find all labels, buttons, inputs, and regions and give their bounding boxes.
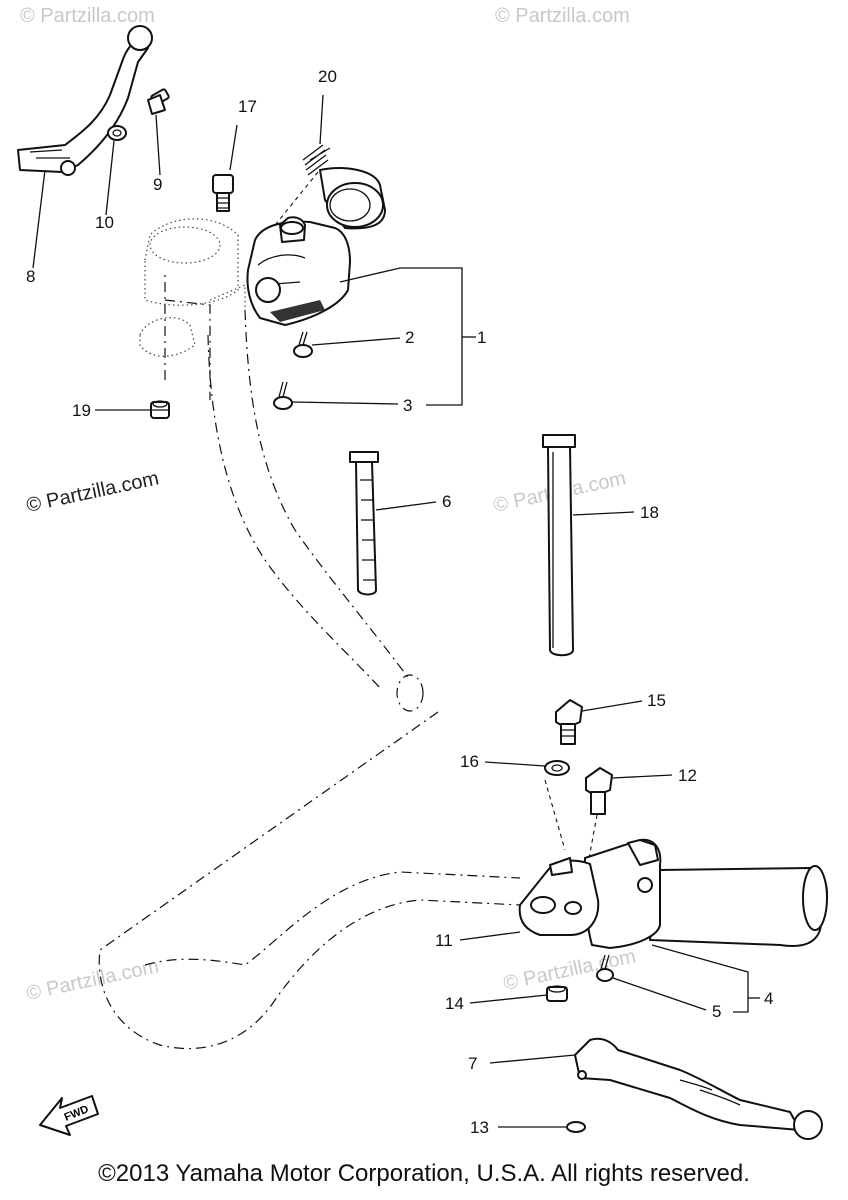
leader-lines: [32, 94, 760, 1128]
label-3: 3: [403, 396, 412, 415]
switch-screw-5: [596, 954, 614, 982]
lever-nut: [107, 125, 127, 141]
switch-screw-3: [273, 381, 293, 410]
label-10: 10: [95, 213, 114, 232]
switch-screw-2: [293, 331, 313, 358]
label-16: 16: [460, 752, 479, 771]
right-handlebar-switch: [246, 167, 386, 326]
label-13: 13: [470, 1118, 489, 1137]
left-handlebar-switch: [518, 838, 828, 949]
nut-14: [546, 985, 568, 1002]
watermark-top-right: © Partzilla.com: [495, 5, 630, 27]
label-20: 20: [318, 67, 337, 86]
part-labels: 20 17 9 10 8 2 1 3 19 6 18 15 16 12 11 4…: [26, 67, 773, 1137]
clamp-bolt: [212, 174, 234, 212]
label-1: 1: [477, 328, 486, 347]
handlebar-outline: [98, 270, 521, 1050]
holder-bolt: [585, 767, 613, 815]
circlip-16: [544, 760, 570, 776]
label-9: 9: [153, 175, 162, 194]
cable-tie-short: [349, 451, 379, 596]
lever-pivot-screw: [147, 88, 170, 115]
forward-arrow-icon: FWD: [39, 1095, 99, 1136]
label-7: 7: [468, 1054, 477, 1073]
watermark-bottom-right: © Partzilla.com: [501, 945, 637, 995]
label-19: 19: [72, 401, 91, 420]
label-17: 17: [238, 97, 257, 116]
label-6: 6: [442, 492, 451, 511]
label-15: 15: [647, 691, 666, 710]
watermark-bottom-left: © Partzilla.com: [24, 955, 160, 1005]
label-8: 8: [26, 267, 35, 286]
label-14: 14: [445, 994, 464, 1013]
circlip-13: [566, 1121, 586, 1133]
cable-tie-long: [542, 434, 576, 657]
copyright-notice: ©2013 Yamaha Motor Corporation, U.S.A. A…: [98, 1160, 750, 1187]
watermark-top-left: © Partzilla.com: [20, 5, 155, 27]
lever-bolt: [555, 699, 583, 745]
clutch-lever: [17, 25, 153, 176]
label-5: 5: [712, 1002, 721, 1021]
brake-lever: [574, 1037, 823, 1140]
label-2: 2: [405, 328, 414, 347]
watermark-dark: © Partzilla.com: [24, 467, 160, 517]
label-18: 18: [640, 503, 659, 522]
master-cylinder-outline: [139, 218, 246, 357]
label-4: 4: [764, 989, 773, 1008]
label-12: 12: [678, 766, 697, 785]
label-11: 11: [435, 931, 453, 950]
